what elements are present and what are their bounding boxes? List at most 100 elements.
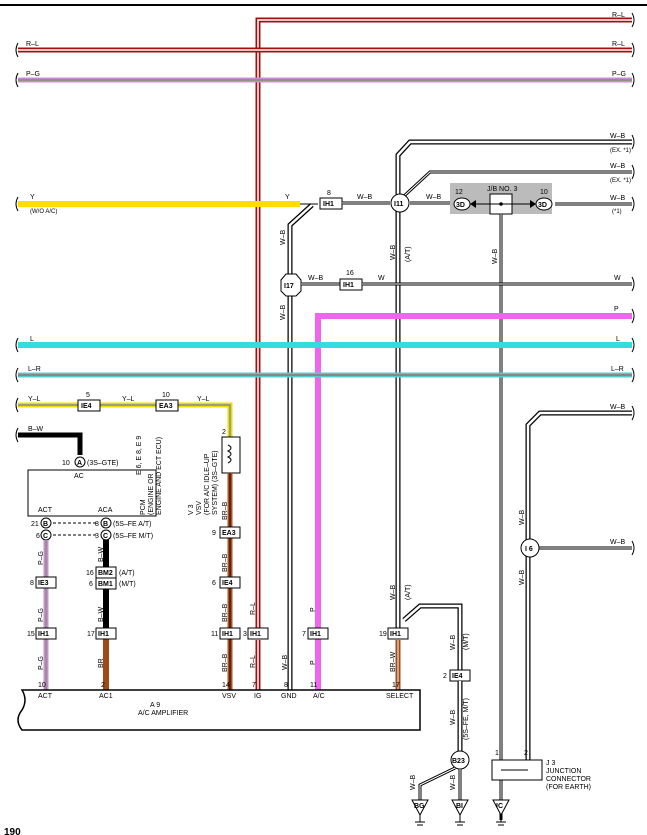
svg-text:11: 11 bbox=[310, 682, 317, 689]
label-y-note: (W/O A/C) bbox=[30, 209, 57, 215]
svg-text:BR–B: BR–B bbox=[222, 603, 229, 622]
svg-text:W–B: W–B bbox=[357, 194, 373, 201]
svg-text:1: 1 bbox=[495, 750, 499, 757]
wire-yl bbox=[18, 402, 233, 437]
svg-text:12: 12 bbox=[455, 189, 463, 196]
svg-text:BM2: BM2 bbox=[98, 570, 113, 577]
svg-text:C: C bbox=[103, 533, 108, 540]
svg-text:(EX. *1): (EX. *1) bbox=[610, 178, 631, 184]
svg-text:BG: BG bbox=[414, 803, 425, 810]
svg-text:(FOR A/C IDLE–UP: (FOR A/C IDLE–UP bbox=[204, 453, 211, 515]
svg-text:W–B: W–B bbox=[282, 655, 289, 671]
svg-text:GND: GND bbox=[281, 693, 297, 700]
svg-text:PCM: PCM bbox=[140, 499, 147, 515]
svg-text:IH1: IH1 bbox=[98, 631, 109, 638]
svg-text:3: 3 bbox=[95, 533, 99, 540]
svg-text:E 6, E 8, E 9: E 6, E 8, E 9 bbox=[136, 436, 143, 475]
svg-text:W–B: W–B bbox=[450, 635, 457, 651]
svg-text:B–W: B–W bbox=[28, 426, 44, 433]
svg-text:B–W: B–W bbox=[98, 606, 105, 622]
svg-text:IE4: IE4 bbox=[81, 403, 92, 410]
svg-text:10: 10 bbox=[162, 392, 170, 399]
svg-text:B23: B23 bbox=[452, 758, 465, 765]
label-rl-left: R–L bbox=[26, 41, 39, 48]
svg-text:BR–W: BR–W bbox=[390, 651, 397, 672]
svg-text:19: 19 bbox=[379, 631, 387, 638]
svg-text:W–B: W–B bbox=[610, 195, 626, 202]
svg-text:2: 2 bbox=[101, 682, 105, 689]
svg-text:SYSTEM) (3S–GTE): SYSTEM) (3S–GTE) bbox=[212, 450, 219, 515]
svg-text:17: 17 bbox=[392, 682, 400, 689]
svg-text:2: 2 bbox=[524, 750, 528, 757]
junction-i6 bbox=[520, 538, 540, 558]
svg-text:9: 9 bbox=[212, 530, 216, 537]
svg-text:2: 2 bbox=[222, 429, 226, 436]
svg-text:J/B NO. 3: J/B NO. 3 bbox=[487, 186, 517, 193]
ac-amplifier-box bbox=[17, 689, 421, 731]
amp-name: A/C AMPLIFIER bbox=[138, 710, 188, 717]
svg-text:(A/T): (A/T) bbox=[405, 246, 412, 262]
pcm-side-label: PCM (ENGINE OR ENGINE AND ECT ECU) E 6, … bbox=[136, 436, 163, 515]
label-y-mid: Y bbox=[285, 194, 290, 201]
ground-ic: IC bbox=[492, 799, 510, 826]
svg-text:IC: IC bbox=[496, 803, 503, 810]
svg-text:CONNECTOR: CONNECTOR bbox=[546, 776, 591, 783]
wire-rl-vertical bbox=[255, 17, 632, 632]
svg-text:IG: IG bbox=[254, 693, 261, 700]
svg-text:AC1: AC1 bbox=[99, 693, 113, 700]
svg-text:10: 10 bbox=[540, 189, 548, 196]
wire-wb-gnd bbox=[287, 203, 314, 632]
svg-text:IE4: IE4 bbox=[452, 673, 463, 680]
svg-text:W–B: W–B bbox=[426, 194, 442, 201]
svg-text:V 3: V 3 bbox=[188, 504, 195, 515]
wire-breaks-left bbox=[15, 42, 19, 443]
svg-text:P–G: P–G bbox=[38, 608, 45, 622]
svg-text:W–B: W–B bbox=[519, 510, 526, 526]
svg-text:IE4: IE4 bbox=[222, 580, 233, 587]
svg-text:W–B: W–B bbox=[308, 275, 324, 282]
svg-text:3D: 3D bbox=[538, 202, 547, 209]
svg-text:EA3: EA3 bbox=[222, 530, 236, 537]
svg-text:(FOR EARTH): (FOR EARTH) bbox=[546, 784, 591, 791]
svg-text:6: 6 bbox=[212, 580, 216, 587]
svg-text:JUNCTION: JUNCTION bbox=[546, 768, 581, 775]
svg-text:W–B: W–B bbox=[280, 230, 287, 246]
svg-text:Y–L: Y–L bbox=[122, 396, 135, 403]
svg-text:BR: BR bbox=[98, 658, 105, 668]
svg-text:(ENGINE OR: (ENGINE OR bbox=[148, 473, 155, 515]
svg-text:IH1: IH1 bbox=[390, 631, 401, 638]
svg-text:8: 8 bbox=[284, 682, 288, 689]
wire-p bbox=[315, 313, 632, 632]
svg-text:ACT: ACT bbox=[38, 507, 53, 514]
svg-text:A: A bbox=[77, 460, 82, 467]
svg-text:2: 2 bbox=[443, 673, 447, 680]
wire-breaks-right bbox=[631, 12, 635, 556]
svg-text:I 6: I 6 bbox=[525, 546, 533, 553]
svg-text:3: 3 bbox=[243, 631, 247, 638]
svg-text:(5S–FE A/T): (5S–FE A/T) bbox=[113, 521, 152, 528]
svg-text:L–R: L–R bbox=[611, 366, 624, 373]
svg-text:SELECT: SELECT bbox=[386, 693, 414, 700]
svg-text:8: 8 bbox=[327, 190, 331, 197]
svg-text:BM1: BM1 bbox=[98, 581, 113, 588]
svg-text:W–B: W–B bbox=[610, 163, 626, 170]
svg-text:BR–B: BR–B bbox=[222, 501, 229, 520]
svg-text:C: C bbox=[43, 533, 48, 540]
svg-text:21: 21 bbox=[31, 521, 39, 528]
svg-text:P: P bbox=[614, 306, 619, 313]
amp-pins: 10 ACT 2 AC1 14 VSV 7 IG 8 GND 11 A/C 17… bbox=[38, 682, 414, 700]
ground-bg: BG bbox=[411, 799, 429, 826]
svg-text:ACA: ACA bbox=[98, 507, 113, 514]
amp-ref: A 9 bbox=[150, 702, 160, 709]
svg-text:BR–B: BR–B bbox=[222, 653, 229, 672]
svg-text:W–B: W–B bbox=[492, 249, 499, 265]
svg-text:W–B: W–B bbox=[610, 133, 626, 140]
ih1-row: IH1 15 IH1 17 IH1 11 IH1 3 IH1 7 IH1 19 bbox=[27, 627, 409, 640]
svg-text:I11: I11 bbox=[394, 201, 403, 208]
svg-text:L–R: L–R bbox=[28, 366, 41, 373]
svg-text:B: B bbox=[43, 521, 48, 528]
svg-text:W–B: W–B bbox=[410, 775, 417, 791]
svg-text:(M/T): (M/T) bbox=[119, 581, 136, 588]
svg-text:W–B: W–B bbox=[280, 305, 287, 321]
svg-text:R–L: R–L bbox=[250, 602, 257, 615]
